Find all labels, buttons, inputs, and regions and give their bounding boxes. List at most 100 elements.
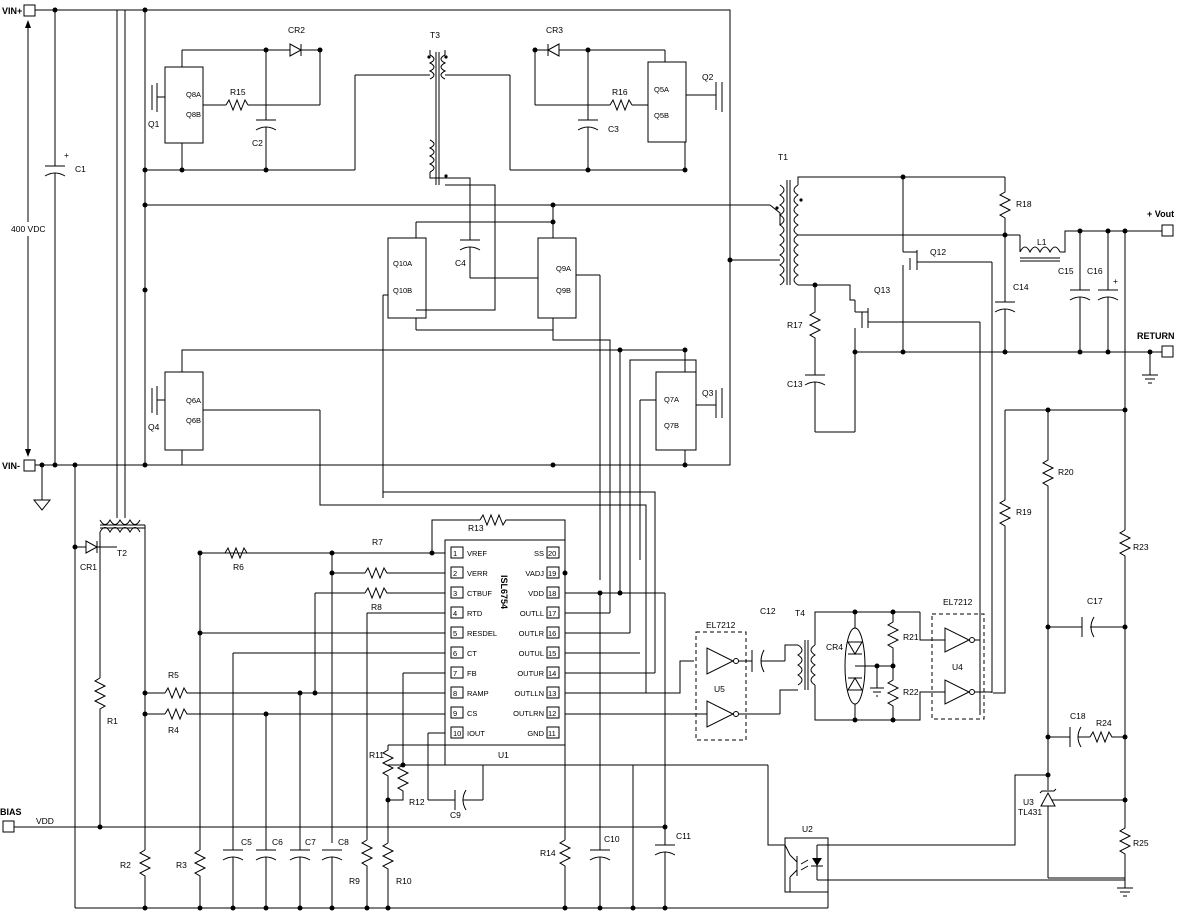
c13-label: C13 — [787, 379, 803, 389]
return-label: RETURN — [1137, 331, 1175, 341]
t1-label: T1 — [778, 152, 788, 162]
ic-pin-name: OUTUL — [519, 649, 544, 658]
q6a-label: Q6A — [186, 396, 201, 405]
r8-label: R8 — [371, 602, 382, 612]
q2-label: Q2 — [702, 72, 714, 82]
svg-text:+: + — [64, 150, 69, 160]
ic-pin-number: 14 — [548, 669, 556, 678]
input-voltage-label: 400 VDC — [11, 224, 46, 234]
c5-label: C5 — [241, 837, 252, 847]
ic-pin-name: CTBUF — [467, 589, 492, 598]
cr4-label: CR4 — [826, 642, 843, 652]
ic-pin-name: RAMP — [467, 689, 489, 698]
gate-drive: EL7212 U5 C12 T4 CR4 — [565, 597, 992, 741]
t3-label: T3 — [430, 30, 440, 40]
ic-pin-number: 16 — [548, 629, 556, 638]
q13-label: Q13 — [874, 285, 890, 295]
input-section: VIN+ VIN- 400 VDC + C1 — [2, 4, 731, 518]
u3-part-label: TL431 — [1018, 807, 1042, 817]
c12-label: C12 — [760, 606, 776, 616]
u3-label: U3 — [1023, 797, 1034, 807]
c14-label: C14 — [1013, 282, 1029, 292]
ic-pin-name: OUTLRN — [513, 709, 544, 718]
r18-label: R18 — [1016, 199, 1032, 209]
ic-ref-label: U1 — [498, 750, 509, 760]
u4-part-label: EL7212 — [943, 597, 973, 607]
r5-label: R5 — [168, 670, 179, 680]
bias-label: BIAS — [0, 807, 22, 817]
r21-label: R21 — [903, 632, 919, 642]
q7b-label: Q7B — [664, 421, 679, 430]
c17-label: C17 — [1087, 596, 1103, 606]
c15-label: C15 — [1058, 266, 1074, 276]
output-section: T1 R18 Q12 Q13 R17 — [770, 152, 1175, 715]
ic-pin-6: 6 CT — [450, 646, 477, 659]
ic-right-pins: 20SS19VADJ18VDD17OUTLL16OUTLR15OUTUL14OU… — [513, 546, 560, 739]
r14-label: R14 — [540, 848, 556, 858]
q4-label: Q4 — [148, 422, 160, 432]
cr2-label: CR2 — [288, 25, 305, 35]
c8-label: C8 — [338, 837, 349, 847]
ic-pin-name: VERR — [467, 569, 488, 578]
vin-minus-label: VIN- — [2, 461, 20, 471]
ic-pin-number: 5 — [453, 629, 457, 638]
r20-label: R20 — [1058, 467, 1074, 477]
lower-bridge: Q4 Q6A Q6B Q7A Q7B Q3 — [144, 260, 731, 693]
cr1-label: CR1 — [80, 562, 97, 572]
r9-label: R9 — [349, 876, 360, 886]
ic-pin-number: 12 — [548, 709, 556, 718]
ic-pin-number: 19 — [548, 569, 556, 578]
optocoupler: U2 — [784, 824, 1125, 893]
l1-label: L1 — [1037, 237, 1047, 247]
c16-label: C16 — [1087, 266, 1103, 276]
ic-pin-name: VREF — [467, 549, 487, 558]
ic-pin-number: 6 — [453, 649, 457, 658]
feedback-section: R19 R20 R23 C17 C18 R24 U3 TL431 — [828, 407, 1149, 897]
ic-pin-name: RTD — [467, 609, 483, 618]
ic-pin-number: 20 — [548, 549, 556, 558]
ic-pin-number: 15 — [548, 649, 556, 658]
ic-pin-number: 13 — [548, 689, 556, 698]
r24-label: R24 — [1096, 718, 1112, 728]
q5b-label: Q5B — [654, 111, 669, 120]
ic-pin-name: CT — [467, 649, 477, 658]
r16-label: R16 — [612, 87, 628, 97]
q8b-label: Q8B — [186, 110, 201, 119]
r7-label: R7 — [372, 537, 383, 547]
q1-label: Q1 — [148, 119, 160, 129]
q12-label: Q12 — [930, 247, 946, 257]
ic-pin-name: OUTLL — [520, 609, 544, 618]
r10-label: R10 — [396, 876, 412, 886]
ic-pin-number: 2 — [453, 569, 457, 578]
center-drivers: Q10A Q10B Q9A Q9B C4 — [145, 202, 781, 580]
ic-pin-number: 1 — [453, 549, 457, 558]
c6-label: C6 — [272, 837, 283, 847]
vdd-label: VDD — [36, 816, 54, 826]
ic-pin-15: 15 OUTUL — [519, 646, 560, 659]
c3-label: C3 — [608, 124, 619, 134]
ic-pin-14: 14 OUTUR — [517, 666, 560, 679]
q10a-label: Q10A — [393, 259, 412, 268]
q7a-label: Q7A — [664, 395, 679, 404]
c1-label: C1 — [75, 164, 86, 174]
c4-label: C4 — [455, 258, 466, 268]
ic-pin-number: 4 — [453, 609, 457, 618]
u5-label: U5 — [714, 684, 725, 694]
ic-pin-number: 10 — [453, 729, 461, 738]
ic-pin-10: 10 IOUT — [450, 726, 485, 739]
q3-label: Q3 — [702, 388, 714, 398]
ic-pin-name: OUTUR — [517, 669, 544, 678]
ic-pin-name: IOUT — [467, 729, 485, 738]
c7-label: C7 — [305, 837, 316, 847]
ic-pin-name: FB — [467, 669, 477, 678]
c10-label: C10 — [604, 834, 620, 844]
